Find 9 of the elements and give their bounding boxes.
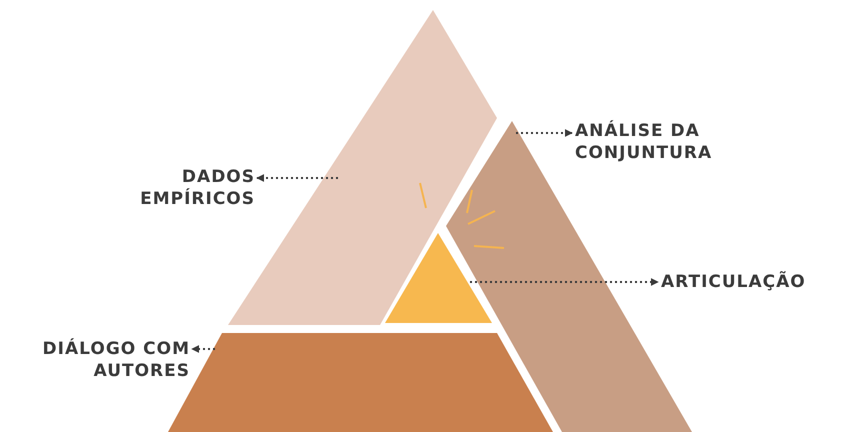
section-label: ARTICULAÇÃO xyxy=(661,271,836,293)
section-label: ANÁLISE DA CONJUNTURA xyxy=(575,120,750,164)
leader-arrow xyxy=(516,129,573,137)
leader-arrow xyxy=(191,345,215,353)
leader-arrow xyxy=(256,174,338,182)
section-label: DADOS EMPÍRICOS xyxy=(105,166,255,210)
section-label: DIÁLOGO COM AUTORES xyxy=(10,338,190,382)
leader-arrow xyxy=(470,278,659,286)
center-triangle xyxy=(385,233,492,323)
